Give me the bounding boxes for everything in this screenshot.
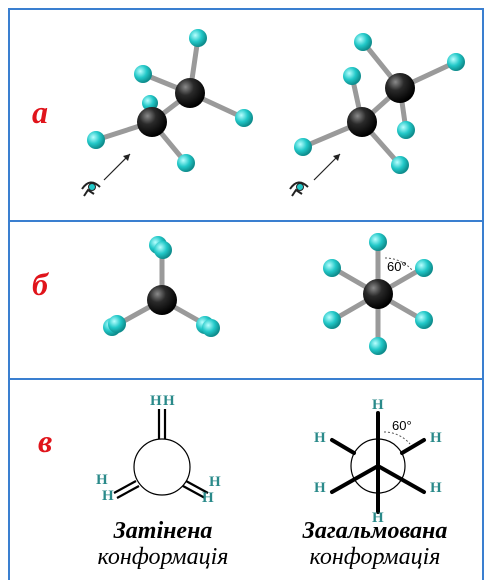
h-label: H [150, 393, 162, 409]
h-label: H [372, 510, 384, 526]
hydrogen-atom [415, 311, 433, 329]
hydrogen-atom [154, 241, 172, 259]
figure-frame [8, 8, 484, 580]
carbon-atom [385, 73, 415, 103]
hydrogen-atom [369, 337, 387, 355]
newman-staggered: H H H H H H [314, 397, 442, 526]
caption-eclipsed-subtitle: конформація [97, 544, 229, 570]
h-label: H [314, 430, 326, 446]
row-separator-2 [8, 378, 484, 380]
h-label: H [102, 488, 114, 504]
hydrogen-atom [343, 67, 361, 85]
caption-staggered-subtitle: конформація [309, 544, 441, 570]
h-label: H [202, 490, 214, 506]
hydrogen-atom [142, 95, 158, 111]
angle-arc [384, 257, 413, 271]
h-label: H [372, 397, 384, 413]
carbon-atom [347, 107, 377, 137]
hydrogen-atom [294, 138, 312, 156]
carbon-atom [363, 279, 393, 309]
hydrogen-atom [415, 259, 433, 277]
h-label: H [430, 430, 442, 446]
hydrogen-atom [177, 154, 195, 172]
viewing-arrow-icon [313, 153, 341, 181]
hydrogen-atom [134, 65, 152, 83]
hydrogen-atom [323, 259, 341, 277]
newman-eclipsed: H H H H H H [96, 393, 221, 506]
viewing-arrow-icon [103, 153, 131, 181]
h-label: H [314, 480, 326, 496]
h-label: H [96, 472, 108, 488]
eye-icon [289, 181, 309, 197]
molecule-staggered-3d [294, 33, 465, 174]
molecule-staggered-end-view [323, 233, 433, 355]
caption-staggered-title: Загальмована [302, 518, 448, 544]
carbon-atom [137, 107, 167, 137]
hydrogen-atom [397, 121, 415, 139]
molecule-eclipsed-end-view [103, 236, 220, 337]
h-label: H [209, 474, 221, 490]
row-label-a: а [32, 94, 48, 130]
carbon-atom [147, 285, 177, 315]
row-separator-1 [8, 220, 484, 222]
hydrogen-atom [202, 319, 220, 337]
molecule-eclipsed-3d [87, 29, 253, 172]
hydrogen-atom [108, 315, 126, 333]
hydrogen-atom [391, 156, 409, 174]
hydrogen-atom [323, 311, 341, 329]
angle-label: 60° [392, 418, 412, 433]
hydrogen-atom [354, 33, 372, 51]
h-label: H [430, 480, 442, 496]
hydrogen-atom [447, 53, 465, 71]
hydrogen-atom [87, 131, 105, 149]
angle-label: 60° [387, 259, 407, 274]
h-label: H [163, 393, 175, 409]
caption-eclipsed: Затінена конформація [88, 518, 238, 570]
row-label-b: б [32, 266, 48, 302]
carbon-atom [175, 78, 205, 108]
hydrogen-atom [235, 109, 253, 127]
caption-staggered: Загальмована конформація [270, 518, 480, 570]
hydrogen-atom [189, 29, 207, 47]
caption-eclipsed-title: Затінена [113, 518, 213, 544]
hydrogen-atom [369, 233, 387, 251]
eye-icon [81, 181, 101, 197]
row-label-c: в [38, 423, 53, 459]
